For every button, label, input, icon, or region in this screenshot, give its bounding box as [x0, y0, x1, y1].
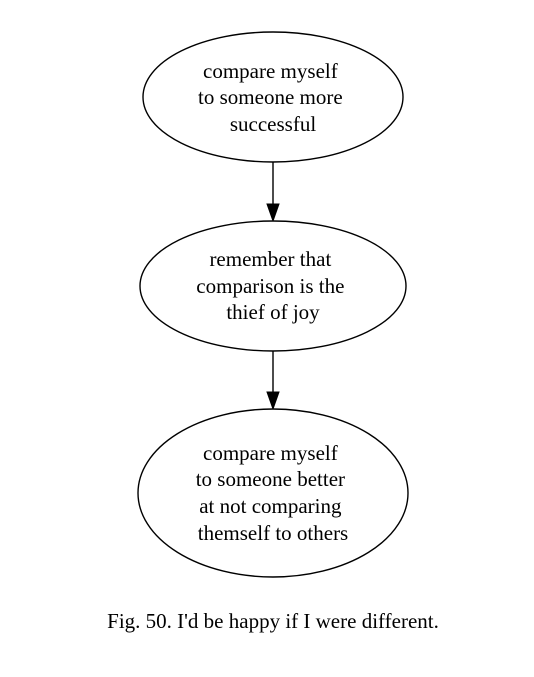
flow-arrow-2 [266, 351, 280, 411]
node-3-line-2: to someone better [196, 467, 345, 491]
flow-arrow-1 [266, 162, 280, 223]
arrowhead-icon [266, 203, 280, 223]
arrowhead-icon [266, 391, 280, 411]
node-remember-comparison: remember that comparison is the thief of… [139, 220, 407, 352]
node-3-line-1: compare myself [203, 441, 338, 465]
node-2-line-3: thief of joy [226, 300, 320, 324]
node-2-line-1: remember that [209, 247, 331, 271]
figure-caption: Fig. 50. I'd be happy if I were differen… [107, 609, 439, 633]
node-1-line-3: successful [230, 112, 316, 136]
node-1-line-1: compare myself [203, 59, 338, 83]
node-2-line-2: comparison is the [196, 274, 344, 298]
node-compare-successful: compare myself to someone more successfu… [142, 31, 404, 163]
node-1-line-2: to someone more [198, 85, 343, 109]
node-3-line-4: themself to others [198, 521, 348, 545]
svg-text:compare myself to someon: compare myself to someone more successfu… [198, 59, 348, 136]
node-compare-better: compare myself to someone better at not … [137, 408, 409, 578]
svg-text:remember that comparison: remember that comparison is the thief of… [196, 247, 349, 324]
svg-text:compare myself to someon: compare myself to someone better at not … [196, 441, 351, 545]
node-3-line-3: at not comparing [199, 494, 342, 518]
